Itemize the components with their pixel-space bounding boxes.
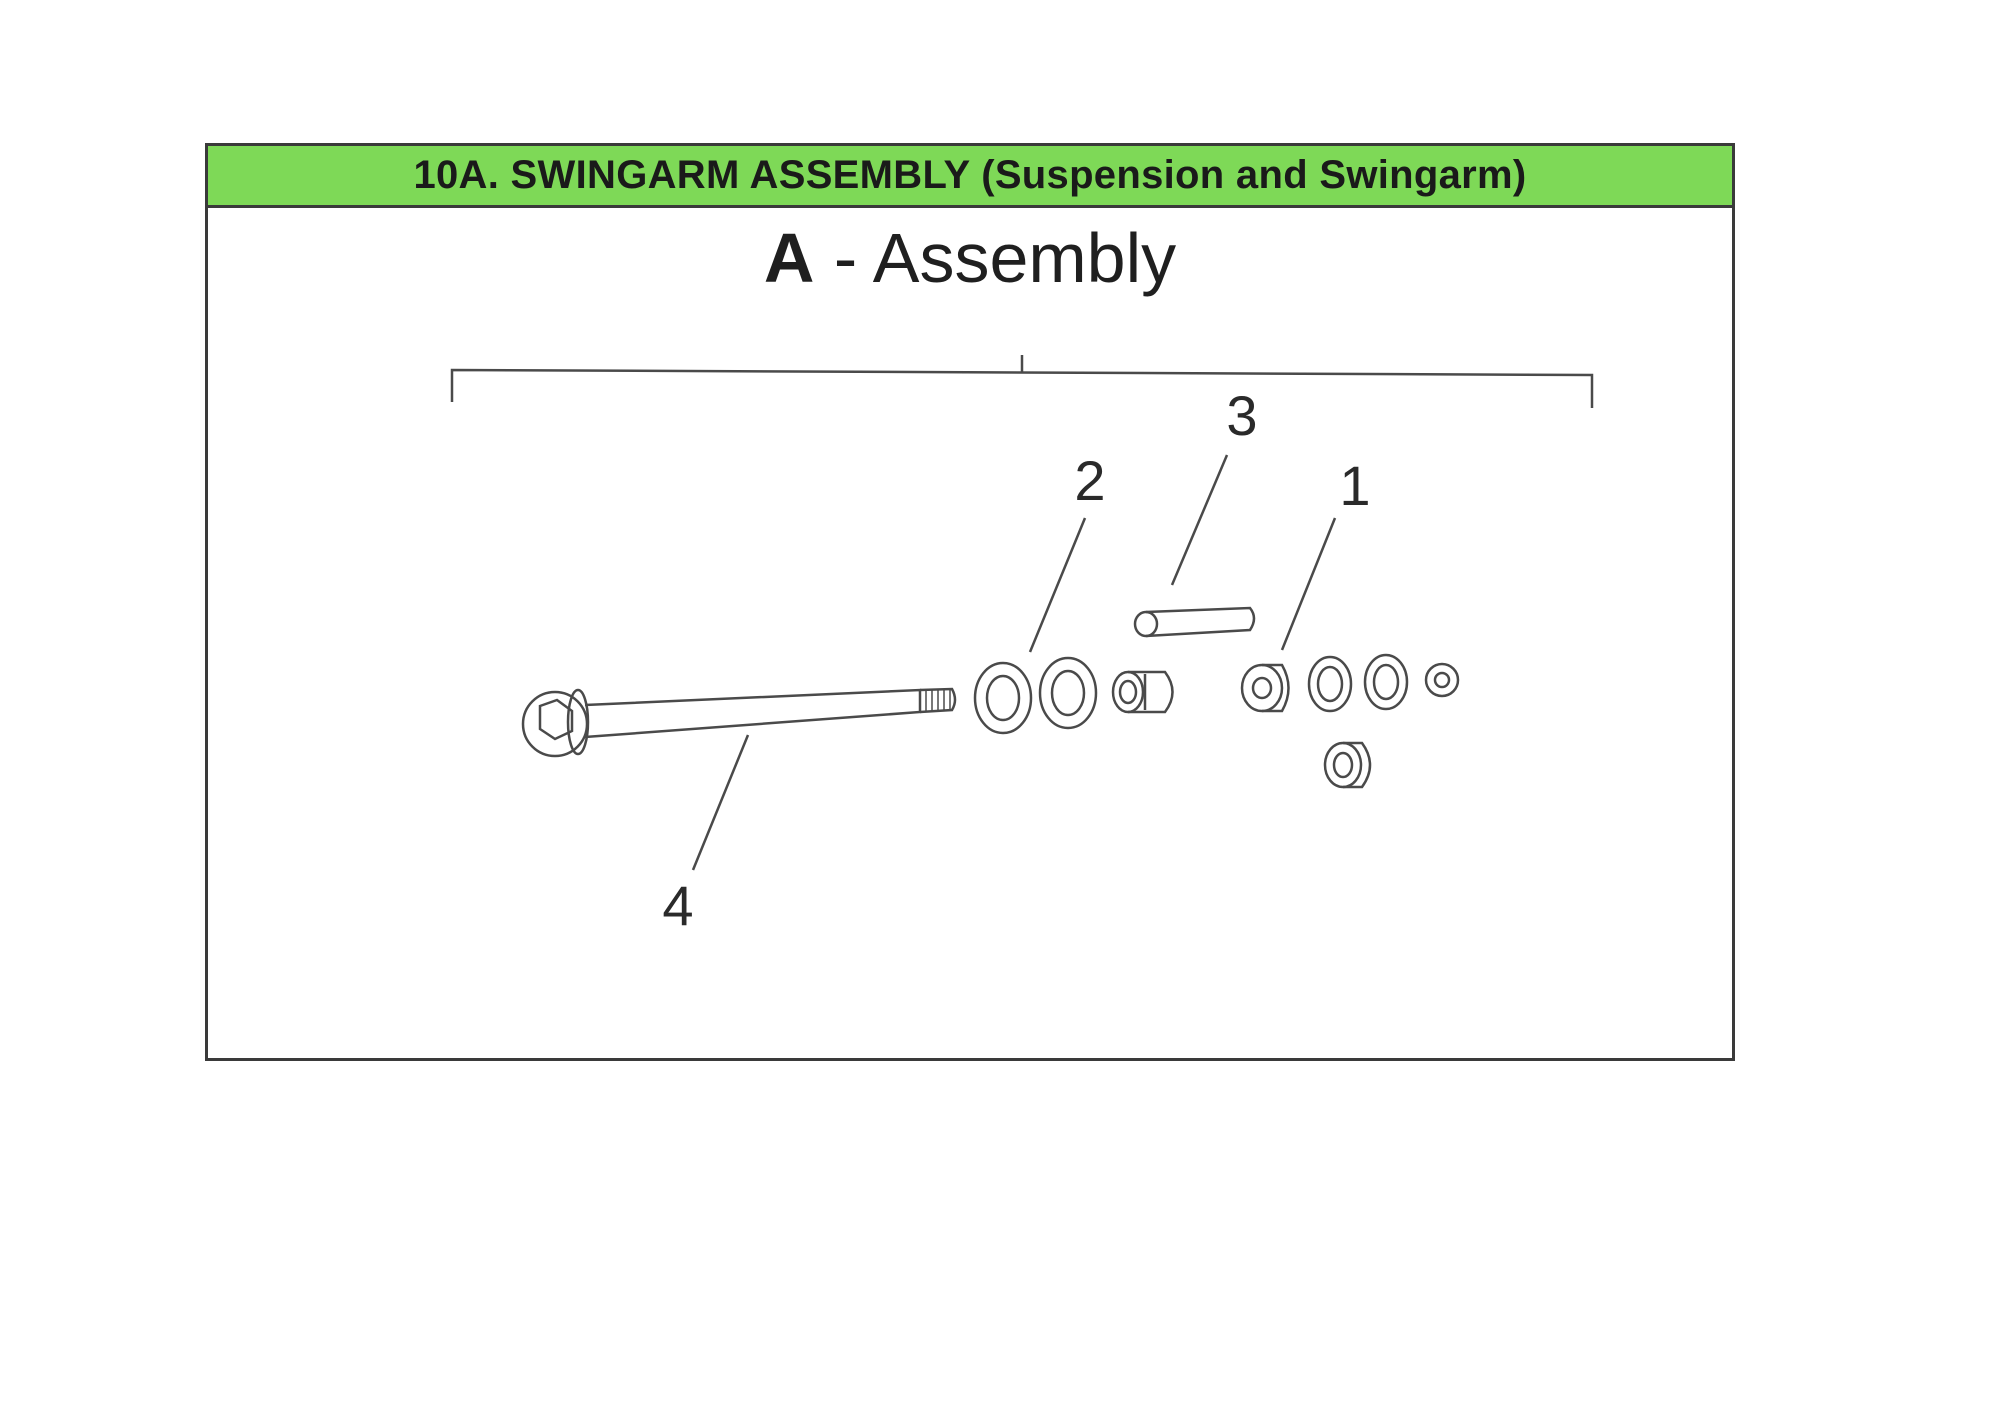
callout-2: 2 [1074,449,1105,512]
part-2-washers [973,656,1098,735]
assembly-subtitle: A - Assembly [208,218,1732,298]
part-1-bearing-set [1240,653,1460,789]
subtitle-separator: - [814,219,873,297]
header-title: 10A. SWINGARM ASSEMBLY (Suspension and S… [413,153,1527,197]
header-bar: 10A. SWINGARM ASSEMBLY (Suspension and S… [208,146,1732,208]
callout-3: 3 [1226,384,1257,447]
callout-4: 4 [662,874,693,937]
assembly-bracket [450,355,1594,408]
bushing-left [1111,670,1174,714]
subtitle-text: Assembly [872,219,1177,297]
subtitle-letter: A [763,219,815,297]
part-3-pin [1133,606,1256,638]
callout-1: 1 [1339,454,1370,517]
leader-lines [691,454,1337,871]
diagram-frame: 10A. SWINGARM ASSEMBLY (Suspension and S… [205,143,1735,1061]
part-4-bolt [521,687,957,758]
